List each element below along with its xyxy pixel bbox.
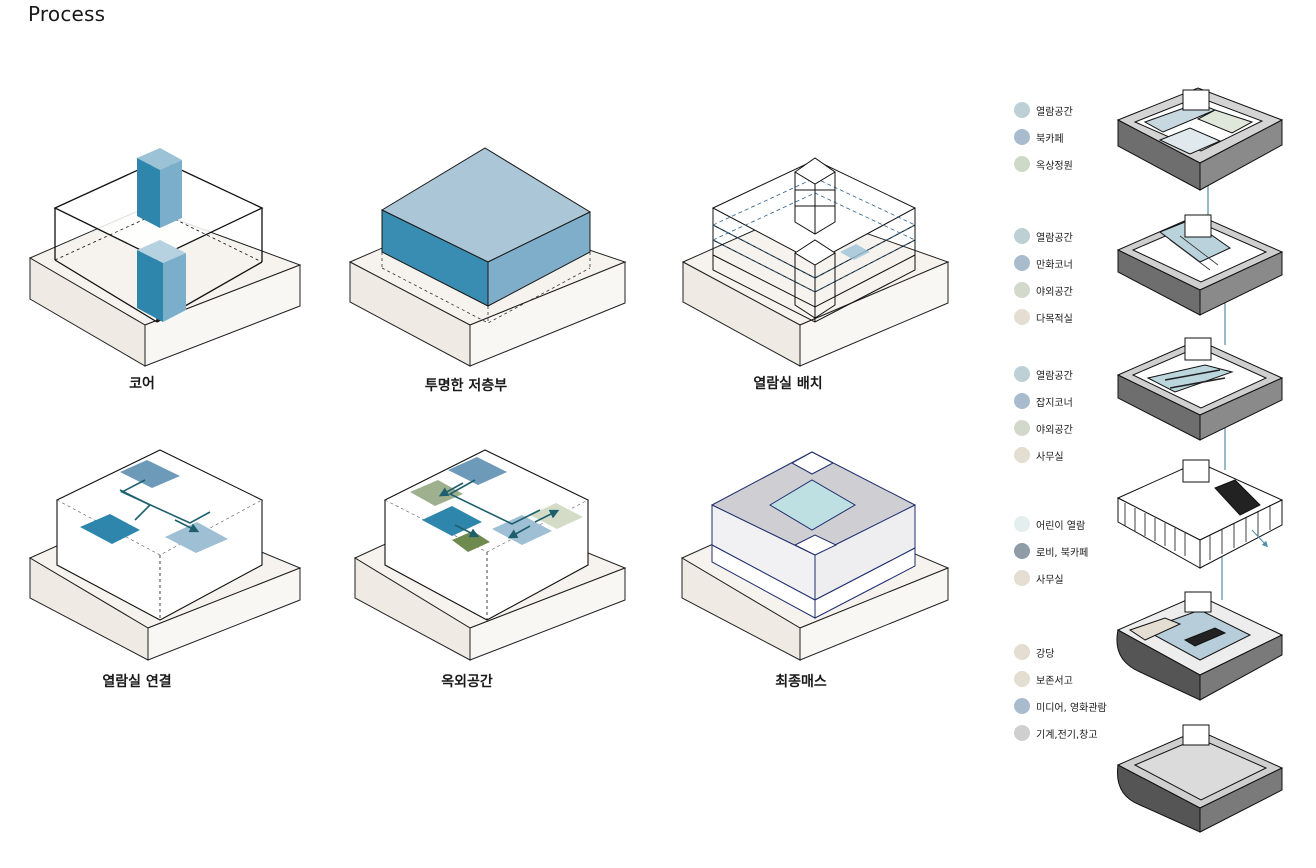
legend-item: 기계,전기,창고 xyxy=(1014,723,1098,743)
floor-plan-level-2 xyxy=(1116,459,1284,569)
legend-swatch xyxy=(1014,516,1030,532)
legend-item: 열람공간 xyxy=(1014,226,1073,246)
step-caption-outdoor-space: 옥외공간 xyxy=(441,674,493,690)
connection-path xyxy=(119,479,211,533)
legend-swatch xyxy=(1014,671,1030,687)
legend-swatch xyxy=(1014,698,1030,714)
legend-item: 열람공간 xyxy=(1014,364,1073,384)
legend-item: 야외공간 xyxy=(1014,280,1073,300)
core-lower xyxy=(137,240,186,322)
legend-label: 다목적실 xyxy=(1036,313,1073,325)
legend-item: 어린이 열람 xyxy=(1014,514,1085,534)
legend-swatch xyxy=(1014,309,1030,325)
step-caption-reading-room-layout: 열람실 배치 xyxy=(753,376,823,392)
floor-plan-level-4 xyxy=(1116,214,1284,316)
legend-label: 사무실 xyxy=(1036,574,1064,586)
legend-item: 열람공간 xyxy=(1014,100,1073,120)
step-caption-final-mass: 최종매스 xyxy=(775,674,827,690)
legend-swatch xyxy=(1014,644,1030,660)
step-core-diagram xyxy=(28,148,302,367)
step-caption-core: 코어 xyxy=(129,376,155,392)
legend-item: 미디어, 영화관람 xyxy=(1014,696,1107,716)
legend-label: 열람공간 xyxy=(1036,232,1073,244)
connection-path xyxy=(438,479,560,539)
floor-plan-level-1 xyxy=(1116,591,1284,701)
legend-item: 사무실 xyxy=(1014,568,1064,588)
transparent-ground xyxy=(381,252,591,324)
step-reading-room-layout-diagram xyxy=(681,157,950,367)
legend-item: 로비, 북카페 xyxy=(1014,541,1088,561)
legend-swatch xyxy=(1014,570,1030,586)
floor-plan-level-3 xyxy=(1116,337,1284,441)
legend-label: 미디어, 영화관람 xyxy=(1036,702,1107,714)
step-caption-reading-room-connection: 열람실 연결 xyxy=(102,674,172,690)
legend-label: 잡지코너 xyxy=(1036,397,1073,409)
core-tower xyxy=(794,157,836,319)
legend-label: 북카페 xyxy=(1036,133,1064,145)
final-volume xyxy=(710,451,917,619)
legend-label: 보존서고 xyxy=(1036,675,1073,687)
legend-label: 옥상정원 xyxy=(1036,160,1073,172)
legend-item: 만화코너 xyxy=(1014,253,1073,273)
legend-label: 열람공간 xyxy=(1036,106,1073,118)
legend-label: 강당 xyxy=(1036,648,1055,660)
step-reading-room-connection-diagram xyxy=(28,449,302,661)
legend-label: 어린이 열람 xyxy=(1036,520,1086,532)
step-transparent-base-diagram xyxy=(348,147,627,367)
floor-stack xyxy=(1116,87,1284,833)
legend-swatch xyxy=(1014,420,1030,436)
step-final-mass-diagram xyxy=(680,451,950,661)
legend-swatch xyxy=(1014,366,1030,382)
page-title: Process xyxy=(28,2,106,26)
legend-item: 야외공간 xyxy=(1014,418,1073,438)
floor-plan-roof xyxy=(1116,87,1284,191)
legend-item: 보존서고 xyxy=(1014,669,1073,689)
floor-plan-basement xyxy=(1116,724,1284,833)
legend-swatch xyxy=(1014,282,1030,298)
legend-item: 강당 xyxy=(1014,642,1054,662)
legend-swatch xyxy=(1014,255,1030,271)
legend-item: 잡지코너 xyxy=(1014,391,1073,411)
legend-swatch xyxy=(1014,102,1030,118)
reading-room-highlight xyxy=(840,244,870,260)
step-outdoor-space-diagram xyxy=(353,449,627,661)
reading-rooms xyxy=(80,460,228,553)
legend-swatch xyxy=(1014,447,1030,463)
legend-label: 야외공간 xyxy=(1036,424,1073,436)
core-upper xyxy=(137,148,182,228)
legend-item: 다목적실 xyxy=(1014,307,1073,327)
legend-swatch xyxy=(1014,156,1030,172)
legend-swatch xyxy=(1014,543,1030,559)
legend-swatch xyxy=(1014,725,1030,741)
upper-volume xyxy=(380,147,592,307)
legend-label: 열람공간 xyxy=(1036,370,1073,382)
step-caption-transparent-base: 투명한 저층부 xyxy=(424,378,508,394)
legend-swatch xyxy=(1014,228,1030,244)
legend-label: 사무실 xyxy=(1036,451,1064,463)
legend-swatch xyxy=(1014,129,1030,145)
legend-item: 옥상정원 xyxy=(1014,154,1073,174)
floor-plates xyxy=(712,177,916,293)
legend-label: 기계,전기,창고 xyxy=(1036,729,1098,741)
legend-label: 만화코너 xyxy=(1036,259,1073,271)
legend-item: 북카페 xyxy=(1014,127,1064,147)
legend-item: 사무실 xyxy=(1014,445,1064,465)
legend-label: 야외공간 xyxy=(1036,286,1073,298)
legend-label: 로비, 북카페 xyxy=(1036,547,1089,559)
legend-swatch xyxy=(1014,393,1030,409)
